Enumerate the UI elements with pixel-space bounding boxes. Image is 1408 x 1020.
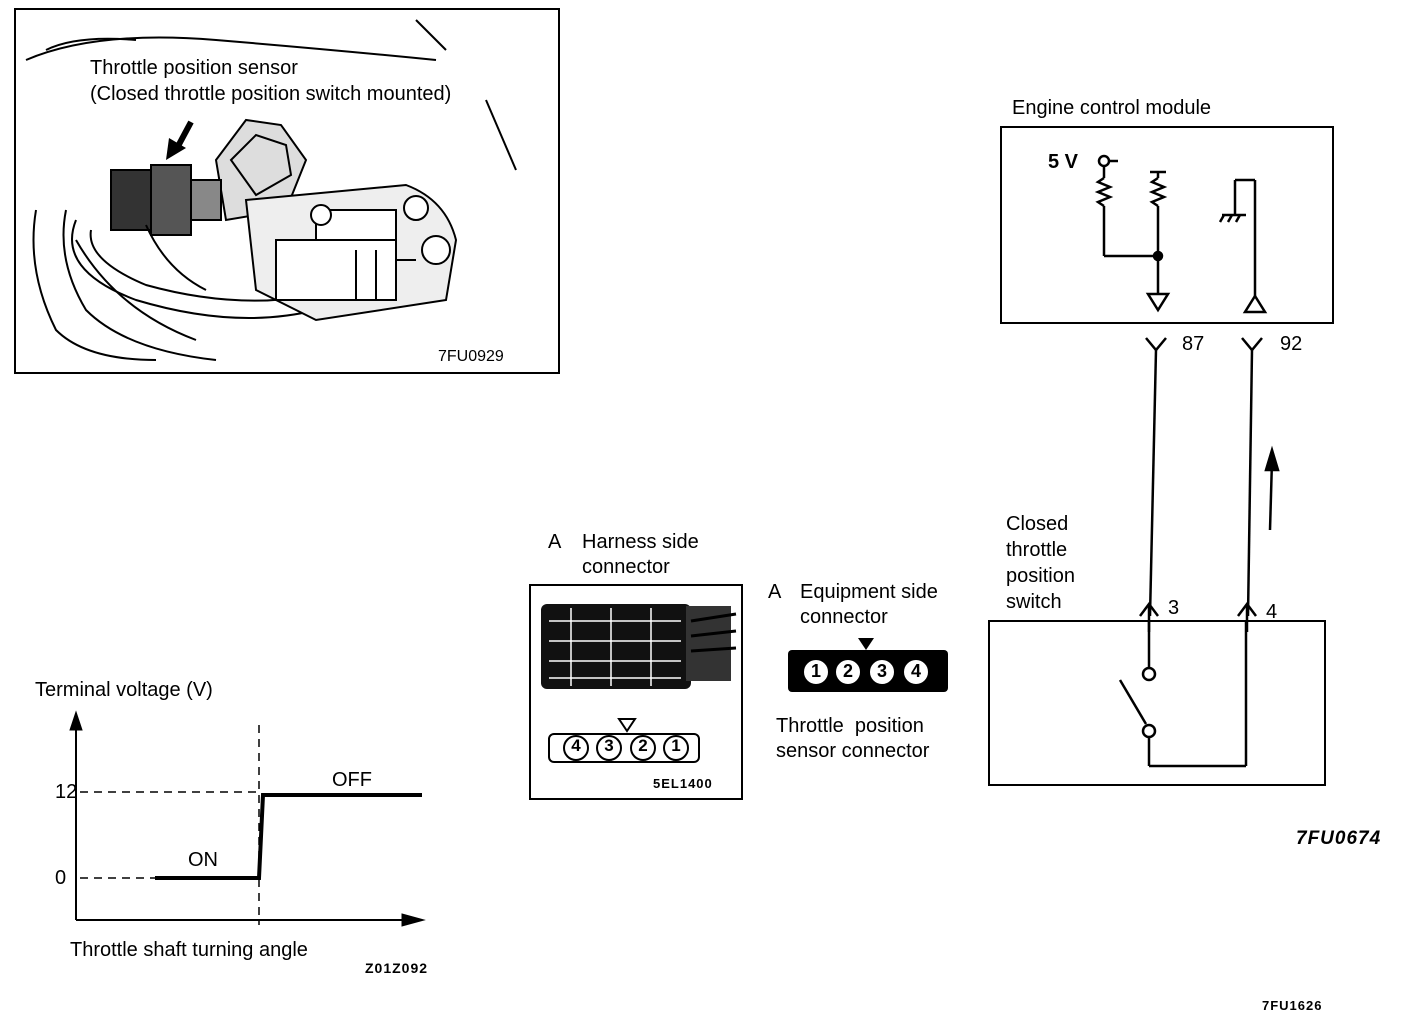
switch-contact-top (1141, 666, 1157, 682)
switch-terminal-3: 3 (1168, 597, 1180, 619)
equipment-pin-4: 4 (910, 661, 921, 681)
wire-92-4 (1246, 349, 1254, 617)
graph-tick-12: 12 (55, 781, 78, 803)
ecm-supply-label: 5 V (1048, 151, 1079, 173)
photo-label-line1: Throttle position sensor (90, 57, 298, 79)
harness-pin-circle-2 (596, 735, 622, 761)
equipment-pin-3: 3 (876, 661, 887, 681)
equipment-title-line1: Equipment side (800, 581, 938, 603)
page-code: 7FU1626 (1262, 998, 1323, 1013)
graph-state-on: ON (188, 849, 218, 871)
harness-pin-circle-4 (663, 735, 689, 761)
pointer-arrow (166, 120, 194, 160)
equipment-pin-circle-1 (802, 658, 830, 686)
harness-title-line1: Harness side (582, 531, 699, 553)
harness-pin-circle-1 (563, 735, 589, 761)
harness-pin-4: 1 (671, 736, 681, 755)
harness-code: 5EL1400 (653, 776, 713, 791)
graph-ylabel: Terminal voltage (V) (35, 679, 213, 701)
equipment-pin-2: 2 (842, 661, 853, 681)
ground-icon (1218, 213, 1246, 223)
ecm-box (1000, 126, 1334, 324)
switch-terminal-4: 4 (1266, 601, 1278, 623)
switch-label-line1: Closed (1006, 513, 1069, 535)
photo-label-line2: (Closed throttle position switch mounted… (90, 83, 452, 105)
equipment-caption-line1: Throttle position (776, 715, 924, 737)
switch-contact-bottom (1141, 723, 1157, 739)
equipment-pin-circle-3 (868, 658, 896, 686)
equipment-title-line2: connector (800, 606, 888, 628)
harness-pin-circle-3 (630, 735, 656, 761)
switch-blade (1118, 679, 1148, 725)
equipment-caption-line2: sensor connector (776, 740, 930, 762)
switch-label-line4: switch (1006, 591, 1062, 613)
switch-label-line2: throttle (1006, 539, 1068, 561)
input-buffer-87 (1145, 292, 1171, 313)
graph-code: Z01Z092 (365, 960, 429, 976)
harness-pin-row (548, 718, 700, 763)
circuit-code: 7FU0674 (1296, 828, 1382, 849)
harness-connector-illustration (541, 604, 737, 689)
ecm-terminal-92: 92 (1280, 333, 1303, 355)
graph-tick-0: 0 (55, 867, 67, 889)
graph-xlabel: Throttle shaft turning angle (70, 939, 308, 961)
harness-letter: A (548, 531, 562, 553)
harness-pin-1: 4 (571, 736, 581, 755)
harness-pin-3: 2 (638, 736, 648, 755)
harness-pin-2: 3 (604, 736, 614, 755)
equipment-connector (788, 638, 948, 692)
y-axis-arrowhead (69, 710, 83, 731)
graph-state-off: OFF (332, 769, 372, 791)
harness-title-line2: connector (582, 556, 670, 578)
equipment-pin-circle-2 (834, 658, 862, 686)
switch-box (988, 620, 1326, 786)
input-resistor (1148, 176, 1168, 208)
voltage-graph (69, 710, 426, 927)
equipment-pin-circle-4 (902, 658, 930, 686)
x-axis-arrowhead (401, 913, 426, 927)
sensor-photo-panel: Throttle position sensor (Closed throttl… (14, 8, 560, 374)
harness-connector-panel: 4 3 2 1 5EL1400 (529, 584, 743, 800)
ecm-terminal-87: 87 (1182, 333, 1205, 355)
signal-line (155, 793, 422, 880)
equipment-letter: A (768, 581, 782, 603)
switch-label-line3: position (1006, 565, 1075, 587)
ecm-title: Engine control module (1012, 97, 1212, 119)
equipment-pin-1: 1 (810, 661, 821, 681)
wire-87-3 (1148, 349, 1158, 617)
current-arrow (1268, 459, 1274, 531)
photo-code: 7FU0929 (438, 348, 504, 365)
engine-bay-illustration (25, 19, 517, 361)
pullup-resistor (1094, 176, 1114, 208)
input-buffer-92 (1242, 293, 1268, 314)
